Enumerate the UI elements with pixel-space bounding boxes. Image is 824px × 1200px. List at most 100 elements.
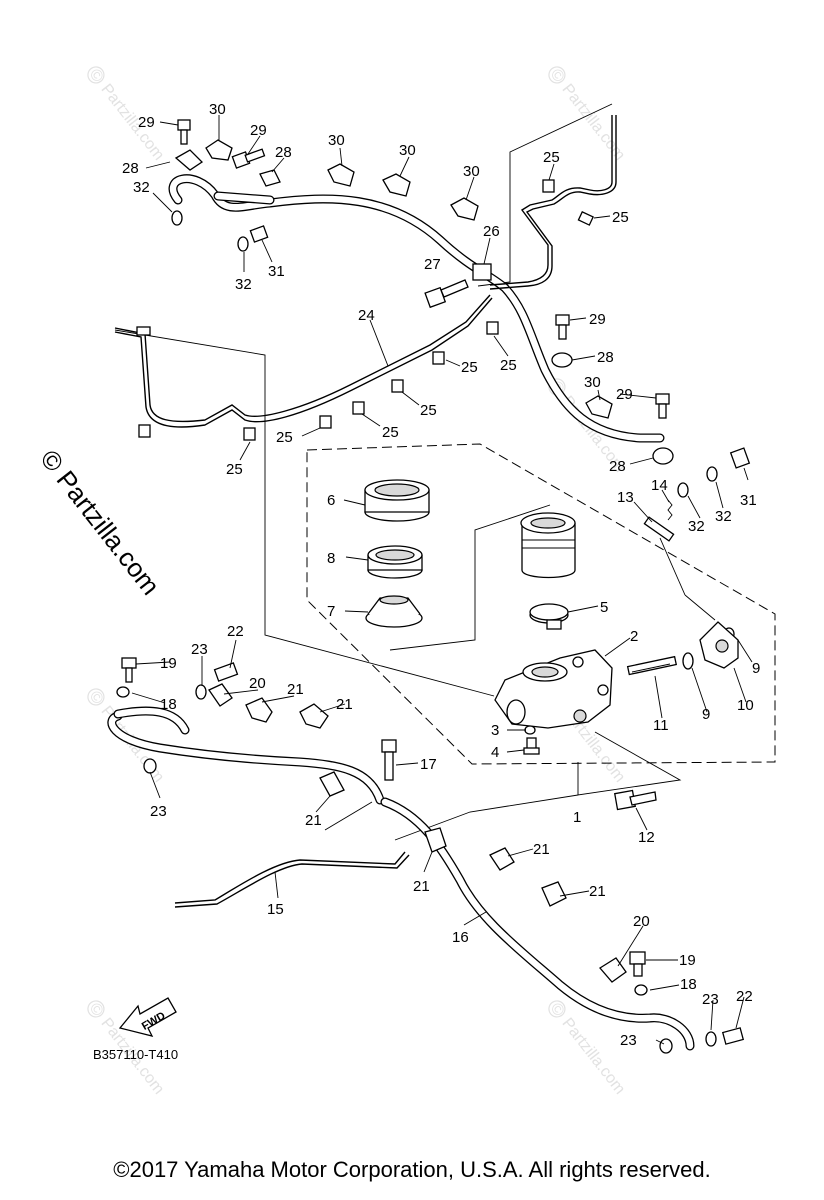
callout-24: 24	[358, 307, 375, 324]
svg-text:Partzilla.com: Partzilla.com	[97, 81, 167, 164]
washer-3	[524, 725, 536, 735]
callout-3: 3	[491, 722, 499, 739]
callout-16: 16	[452, 929, 469, 946]
assembly-boundary	[306, 443, 776, 765]
callout-32: 32	[715, 508, 732, 525]
callout-25: 25	[543, 149, 560, 166]
callout-10: 10	[737, 697, 754, 714]
callout-30: 30	[328, 132, 345, 149]
callout-30: 30	[399, 142, 416, 159]
diaphragm-7	[365, 595, 423, 628]
callout-25: 25	[420, 402, 437, 419]
svg-text:©: ©	[547, 66, 568, 86]
callout-30: 30	[209, 101, 226, 118]
copyright-text: ©2017 Yamaha Motor Corporation, U.S.A. A…	[113, 1157, 711, 1182]
cotter-pin-14	[667, 499, 673, 521]
diaphragm-plate-8	[367, 545, 423, 579]
callout-25: 25	[612, 209, 629, 226]
reservoir-tank	[520, 512, 576, 579]
svg-text:©: ©	[547, 1000, 568, 1020]
fwd-arrow-icon: FWD	[118, 997, 177, 1037]
hose-clamp-5	[529, 603, 569, 630]
callout-21: 21	[305, 812, 322, 829]
callout-27: 27	[424, 256, 441, 273]
callout-14: 14	[651, 477, 668, 494]
callout-31: 31	[740, 492, 757, 509]
watermark-tiles: ©Partzilla.com ©Partzilla.com ©Partzilla…	[86, 66, 628, 1098]
callout-4: 4	[491, 744, 499, 761]
callout-28: 28	[597, 349, 614, 366]
svg-text:Partzilla.com: Partzilla.com	[558, 1015, 628, 1098]
callout-25: 25	[461, 359, 478, 376]
bolt-11	[626, 655, 678, 676]
brake-pipe-15	[174, 851, 406, 904]
pin-13	[643, 516, 675, 542]
svg-text:©: ©	[86, 1000, 107, 1020]
washer-9a	[682, 652, 694, 670]
callout-15: 15	[267, 901, 284, 918]
callout-23: 23	[702, 991, 719, 1008]
callout-32: 32	[688, 518, 705, 535]
callout-11: 11	[653, 717, 669, 734]
callout-17: 17	[420, 756, 437, 773]
screw-4	[523, 737, 540, 755]
callout-1: 1	[573, 809, 581, 826]
diagram-code: B357110-T410	[93, 1047, 178, 1062]
reservoir-cap-6	[364, 479, 430, 522]
callout-32: 32	[235, 276, 252, 293]
upper-brake-pipe	[489, 115, 613, 286]
callout-7: 7	[327, 603, 335, 620]
svg-text:©: ©	[86, 688, 107, 708]
callout-22: 22	[227, 623, 244, 640]
callout-23: 23	[150, 803, 167, 820]
svg-text:Partzilla.com: Partzilla.com	[558, 81, 628, 164]
brake-pipe-24	[114, 294, 491, 423]
callout-29: 29	[250, 122, 267, 139]
callout-6: 6	[327, 492, 335, 509]
callout-29: 29	[138, 114, 155, 131]
callout-9: 9	[702, 706, 710, 723]
callout-32: 32	[133, 179, 150, 196]
callout-28: 28	[122, 160, 139, 177]
callout-22: 22	[736, 988, 753, 1005]
master-cylinder-2	[494, 649, 613, 729]
callout-28: 28	[609, 458, 626, 475]
callout-18: 18	[680, 976, 697, 993]
bolt-12	[613, 789, 657, 811]
callout-21: 21	[413, 878, 430, 895]
callout-leaders	[131, 115, 753, 1045]
callout-31: 31	[268, 263, 285, 280]
callout-21: 21	[287, 681, 304, 698]
callout-numbers: 29 30 29 28 28 32 30 30 30 32 31 25 25 2…	[122, 101, 760, 1049]
callout-29: 29	[616, 386, 633, 403]
callout-30: 30	[584, 374, 601, 391]
small-hardware	[116, 119, 751, 1054]
callout-25: 25	[382, 424, 399, 441]
svg-text:©: ©	[86, 66, 107, 86]
callout-21: 21	[336, 696, 353, 713]
callout-2: 2	[630, 628, 638, 645]
callout-25: 25	[226, 461, 243, 478]
callout-19: 19	[679, 952, 696, 969]
callout-23: 23	[191, 641, 208, 658]
callout-20: 20	[633, 913, 650, 930]
callout-21: 21	[533, 841, 550, 858]
clevis-10	[699, 621, 739, 669]
callout-21: 21	[589, 883, 606, 900]
callout-30: 30	[463, 163, 480, 180]
callout-5: 5	[600, 599, 608, 616]
callout-9: 9	[752, 660, 760, 677]
callout-19: 19	[160, 655, 177, 672]
callout-25: 25	[276, 429, 293, 446]
callout-18: 18	[160, 696, 177, 713]
callout-23: 23	[620, 1032, 637, 1049]
callout-13: 13	[617, 489, 634, 506]
callout-25: 25	[500, 357, 517, 374]
callout-28: 28	[275, 144, 292, 161]
upper-brake-hose	[168, 174, 665, 443]
callout-8: 8	[327, 550, 335, 567]
callout-20: 20	[249, 675, 266, 692]
callout-29: 29	[589, 311, 606, 328]
callout-12: 12	[638, 829, 655, 846]
